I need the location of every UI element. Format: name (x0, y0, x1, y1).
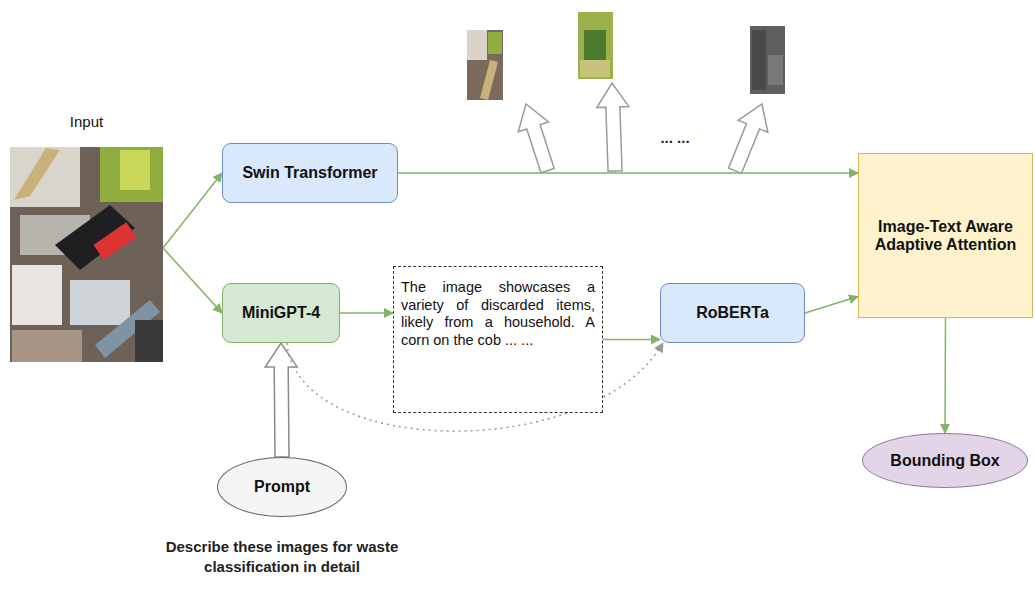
flow-arrow (340, 312, 393, 314)
photo-label (93, 222, 136, 260)
input-heading: Input (10, 113, 163, 130)
photo-box (135, 320, 163, 362)
photo-bag (12, 265, 62, 325)
photo-wrap (70, 280, 130, 325)
input-arrow (265, 343, 297, 457)
flow-arrow (944, 318, 946, 433)
photo-packet (120, 150, 150, 190)
text-box: The image showcases a variety of discard… (393, 266, 603, 413)
node-label: Image-Text Aware Adaptive Attention (867, 218, 1024, 254)
prompt-ellipse: Prompt (217, 457, 347, 517)
node-label: RoBERTa (696, 304, 769, 322)
attention-box: Image-Text Aware Adaptive Attention (858, 153, 1033, 318)
flow-arrow (398, 172, 858, 174)
prompt-caption: Describe these images for waste classifi… (152, 537, 412, 576)
process-box: RoBERTa (660, 283, 805, 343)
flow-arrow (603, 339, 660, 341)
process-box: Swin Transformer (222, 143, 398, 203)
photo-card (12, 330, 82, 362)
flow-arrow (805, 297, 858, 313)
input-image: Input (10, 147, 163, 362)
process-box: MiniGPT-4 (222, 283, 340, 343)
photo-ground (10, 147, 163, 362)
node-label: Bounding Box (890, 452, 999, 470)
crop-patch (467, 30, 503, 100)
photo-packet (100, 147, 163, 202)
ellipsis-label: ... ... (640, 128, 710, 148)
photo-bag (10, 147, 80, 207)
crop-patch (578, 12, 613, 79)
flow-arrow (163, 248, 222, 313)
flow-arrow (163, 173, 222, 248)
crop-patch (750, 26, 785, 94)
node-label: Swin Transformer (242, 164, 377, 182)
crop-arrow (511, 82, 777, 176)
photo-corn (14, 148, 60, 200)
node-label: The image showcases a variety of discard… (401, 279, 595, 350)
node-label: Prompt (254, 478, 310, 496)
input-photo (10, 147, 163, 362)
node-label: MiniGPT-4 (242, 304, 320, 322)
output-ellipse: Bounding Box (862, 433, 1028, 488)
